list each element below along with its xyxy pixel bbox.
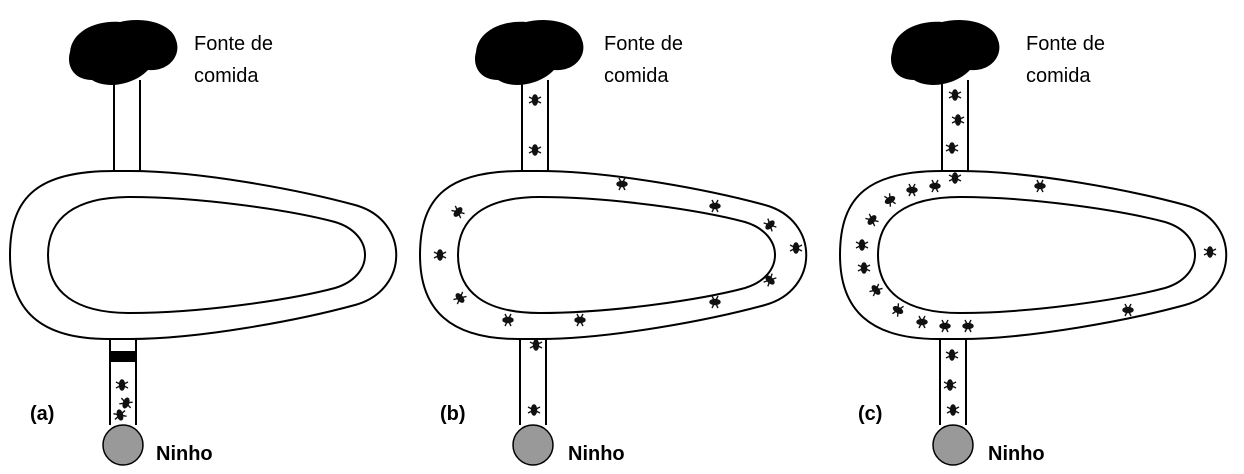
panel-c: Fonte de comida	[838, 20, 1228, 466]
panel-b: Fonte de comida	[418, 20, 808, 466]
panel-label-a: (a)	[30, 403, 54, 425]
panel-label-c: (c)	[858, 403, 882, 425]
ant	[113, 409, 127, 421]
ant	[528, 144, 542, 156]
inner-loop-b	[456, 195, 776, 315]
ant	[945, 142, 959, 154]
outer-loop-c	[838, 170, 1228, 340]
ant	[453, 291, 467, 305]
food-source-a	[68, 20, 178, 85]
ant	[951, 114, 965, 126]
food-source-c	[890, 20, 1000, 85]
ant	[945, 349, 959, 361]
food-label-line2-c: comida	[1026, 65, 1091, 87]
ant	[916, 315, 928, 329]
nest-b	[512, 424, 554, 466]
ant	[946, 404, 960, 416]
nest-c	[932, 424, 974, 466]
ant	[1034, 179, 1046, 193]
ant	[857, 262, 871, 274]
ant	[433, 249, 447, 261]
ant	[865, 213, 879, 227]
ant	[115, 379, 129, 391]
ant	[763, 218, 777, 232]
ant	[892, 303, 904, 317]
food-source-b	[474, 20, 584, 85]
panel-a: Fonte de comida Ninho (a)	[8, 20, 398, 466]
food-label-line1-a: Fonte de	[194, 33, 273, 55]
food-label-line1-c: Fonte de	[1026, 33, 1105, 55]
ant	[528, 94, 542, 106]
ants-b	[433, 94, 803, 416]
ant	[502, 313, 514, 327]
ant	[119, 397, 133, 409]
ants-a	[113, 379, 133, 421]
ant	[948, 172, 962, 184]
inner-loop-c	[876, 195, 1196, 315]
nest-a	[102, 424, 144, 466]
ant	[709, 295, 721, 309]
ant	[869, 283, 883, 297]
ant	[948, 89, 962, 101]
ant	[962, 319, 974, 333]
ant	[451, 205, 465, 219]
outer-loop-b	[418, 170, 808, 340]
bottom-tube-c	[939, 339, 967, 425]
ant	[1203, 246, 1217, 258]
food-label-line2-b: comida	[604, 65, 669, 87]
ant	[884, 193, 896, 207]
ant	[855, 239, 869, 251]
nest-label-b: Ninho	[568, 443, 625, 465]
ant	[529, 339, 543, 351]
top-tube-c	[941, 80, 969, 171]
ant	[943, 379, 957, 391]
top-tube-b	[521, 80, 549, 171]
ant	[929, 179, 941, 193]
ant	[616, 177, 628, 191]
ant	[709, 199, 721, 213]
barrier-a	[110, 351, 136, 362]
food-label-line1-b: Fonte de	[604, 33, 683, 55]
food-label-line2-a: comida	[194, 65, 259, 87]
panel-label-b: (b)	[440, 403, 466, 425]
ant	[789, 242, 803, 254]
nest-label-a: Ninho	[156, 443, 213, 465]
nest-label-c: Ninho	[988, 443, 1045, 465]
ant	[574, 313, 586, 327]
bottom-tube-b	[519, 339, 547, 425]
ant	[1122, 303, 1134, 317]
ants-c	[855, 89, 1217, 416]
ant	[906, 183, 918, 197]
top-tube-a	[113, 80, 141, 171]
ant	[527, 404, 541, 416]
ant	[763, 273, 777, 287]
inner-loop-a	[46, 195, 366, 315]
outer-loop-a	[8, 170, 398, 340]
ant	[939, 319, 951, 333]
